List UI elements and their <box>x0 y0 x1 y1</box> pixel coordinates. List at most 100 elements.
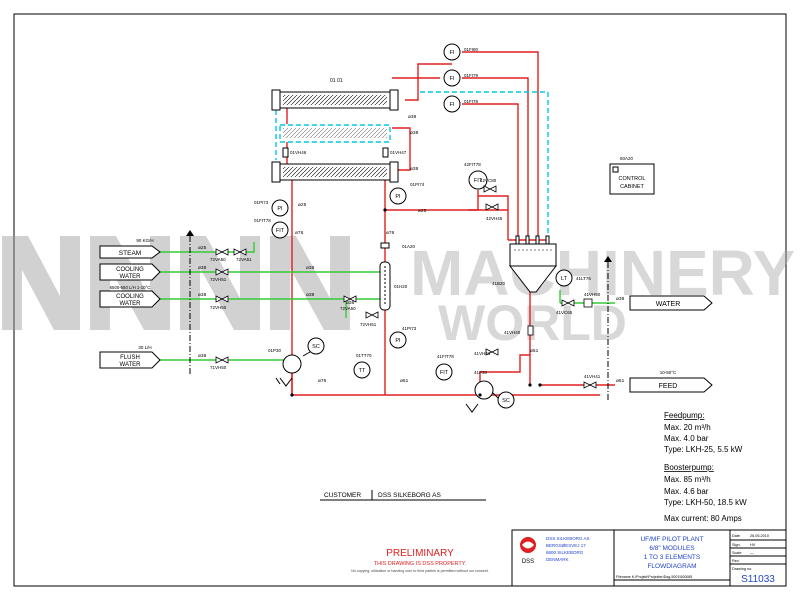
junction-dots <box>290 208 542 397</box>
svg-text:42VH45: 42VH45 <box>486 216 503 221</box>
boundary-marker-right <box>604 256 612 262</box>
svg-text:COOLING: COOLING <box>116 267 144 273</box>
svg-text:6500-650 L/H 1-10°C: 6500-650 L/H 1-10°C <box>110 285 151 290</box>
svg-text:01TT70: 01TT70 <box>356 353 372 358</box>
svg-text:10-50°C: 10-50°C <box>660 370 677 375</box>
svg-text:CUSTOMER: CUSTOMER <box>324 492 361 499</box>
svg-text:01FI80: 01FI80 <box>464 47 479 52</box>
svg-text:SC: SC <box>312 344 320 350</box>
svg-text:ø38: ø38 <box>306 292 315 298</box>
svg-text:90 KG/H: 90 KG/H <box>136 238 153 243</box>
preliminary-notice: PRELIMINARY THIS DRAWING IS DSS PROPERTY… <box>351 548 488 573</box>
svg-text:FLUSH: FLUSH <box>120 355 140 361</box>
svg-text:Type: LKH-50, 18.5 kW: Type: LKH-50, 18.5 kW <box>664 498 747 507</box>
svg-text:Max. 4.0 bar: Max. 4.0 bar <box>664 434 709 443</box>
svg-text:ø38: ø38 <box>410 130 419 136</box>
svg-text:41FIT78: 41FIT78 <box>437 354 454 359</box>
svg-text:FI: FI <box>450 76 455 82</box>
svg-text:ø38: ø38 <box>408 114 417 120</box>
svg-text:FIT: FIT <box>276 228 285 234</box>
membrane-module-2 <box>283 128 387 138</box>
title-line-1: UF/MF PILOT PLANT <box>640 536 703 543</box>
svg-text:CABINET: CABINET <box>620 184 644 190</box>
svg-text:ø38: ø38 <box>346 300 355 306</box>
svg-text:FIT: FIT <box>474 178 483 184</box>
svg-text:41PI73: 41PI73 <box>402 326 417 331</box>
svg-text:LT: LT <box>561 276 568 282</box>
customer-block: CUSTOMER DSS SILKEBORG AS <box>320 490 486 501</box>
svg-text:ø38: ø38 <box>198 292 207 298</box>
svg-text:72VH50: 72VH50 <box>210 305 227 310</box>
svg-text:ø38: ø38 <box>198 265 207 271</box>
max-current: Max current: 80 Amps <box>664 514 742 523</box>
watermark-line1: MACHINERY <box>410 237 795 309</box>
outlet-feed: FEED 10-50°C <box>629 370 713 393</box>
svg-text:41P30: 41P30 <box>474 370 488 375</box>
svg-text:60A20: 60A20 <box>620 156 634 161</box>
svg-text:FIT: FIT <box>440 370 449 376</box>
svg-text:ø76: ø76 <box>318 378 327 384</box>
tank-label: 41B20 <box>492 281 506 286</box>
svg-text:01PI74: 01PI74 <box>410 182 425 187</box>
svg-text:WATER: WATER <box>656 301 681 308</box>
svg-text:PI: PI <box>277 206 283 212</box>
svg-text:CONTROL: CONTROL <box>619 176 646 182</box>
svg-text:41LT76: 41LT76 <box>576 276 591 281</box>
instrument-fit-41: FIT 41FIT78 <box>435 354 454 381</box>
svg-text:—: — <box>750 551 754 555</box>
svg-text:42VC80: 42VC80 <box>480 178 497 183</box>
svg-text:DSS SILKEBORG AS: DSS SILKEBORG AS <box>546 536 590 541</box>
component-a20 <box>380 242 390 249</box>
membrane-module-3 <box>271 161 399 183</box>
svg-text:FI: FI <box>450 102 455 108</box>
instrument-sc-01p30: SC 01P30 <box>268 337 325 355</box>
svg-text:HV: HV <box>750 543 756 547</box>
svg-text:Sign.: Sign. <box>732 543 741 547</box>
svg-text:71VH50: 71VH50 <box>210 365 227 370</box>
svg-text:STEAM: STEAM <box>119 250 141 257</box>
membrane-module-1 <box>271 89 399 111</box>
svg-text:Date: Date <box>732 534 740 538</box>
watermark: MACHINERY WORLD <box>2 236 795 351</box>
valve-label-vh47: 01VH47 <box>390 150 407 155</box>
instrument-fit-01: FIT 01FIT78 <box>254 218 289 239</box>
instrument-fi-78: FI 01FI78 <box>443 95 479 113</box>
svg-text:ø51: ø51 <box>530 348 539 354</box>
signal-lines <box>275 91 549 240</box>
inlet-cooling-water-2: COOLING WATER 6500-650 L/H 1-10°C <box>99 285 161 308</box>
svg-text:72VA51: 72VA51 <box>236 257 252 262</box>
svg-text:72VA50: 72VA50 <box>210 257 226 262</box>
svg-text:Scale: Scale <box>732 551 742 555</box>
svg-text:THIS DRAWING IS DSS PROPERTY.: THIS DRAWING IS DSS PROPERTY. <box>374 561 467 567</box>
svg-text:ø51: ø51 <box>616 378 625 384</box>
svg-text:41VH40: 41VH40 <box>504 330 521 335</box>
inlet-steam: STEAM 90 KG/H <box>99 238 161 259</box>
module-label: 01 01 <box>330 78 343 84</box>
svg-text:DSS SILKEBORG AS: DSS SILKEBORG AS <box>378 492 442 499</box>
svg-text:72VH51: 72VH51 <box>360 322 377 327</box>
svg-text:26.05.2010: 26.05.2010 <box>750 534 769 538</box>
svg-text:72VH51: 72VH51 <box>210 277 227 282</box>
watermark-line2: WORLD <box>438 295 627 351</box>
instrument-lt-41: LT 41LT76 <box>555 269 591 287</box>
svg-text:01PI73: 01PI73 <box>254 200 269 205</box>
svg-text:DENMARK: DENMARK <box>546 557 569 562</box>
svg-text:BERGSØESVEJ 17: BERGSØESVEJ 17 <box>546 543 586 548</box>
svg-text:ø38: ø38 <box>616 296 625 302</box>
instrument-sc-41p30: SC 41P30 <box>474 370 515 409</box>
svg-text:WATER: WATER <box>120 362 142 368</box>
instrument-fi-79: FI 01FI79 <box>443 69 479 87</box>
svg-text:41VH41: 41VH41 <box>584 374 601 379</box>
instrument-pi-73: PI 01PI73 <box>254 199 289 217</box>
svg-text:DSS: DSS <box>522 559 534 565</box>
svg-text:WATER: WATER <box>120 301 142 307</box>
module-valves <box>282 147 389 158</box>
pipe-size-labels: ø25 ø38 ø38 ø38 ø38 ø25 ø76 ø76 ø38 ø51 … <box>198 114 625 384</box>
svg-text:COOLING: COOLING <box>116 294 144 300</box>
drawing-border <box>13 13 787 587</box>
svg-text:01FIT78: 01FIT78 <box>254 218 271 223</box>
boundary-lines <box>189 236 609 400</box>
svg-text:ø25: ø25 <box>418 208 427 214</box>
svg-text:WATER: WATER <box>120 274 142 280</box>
